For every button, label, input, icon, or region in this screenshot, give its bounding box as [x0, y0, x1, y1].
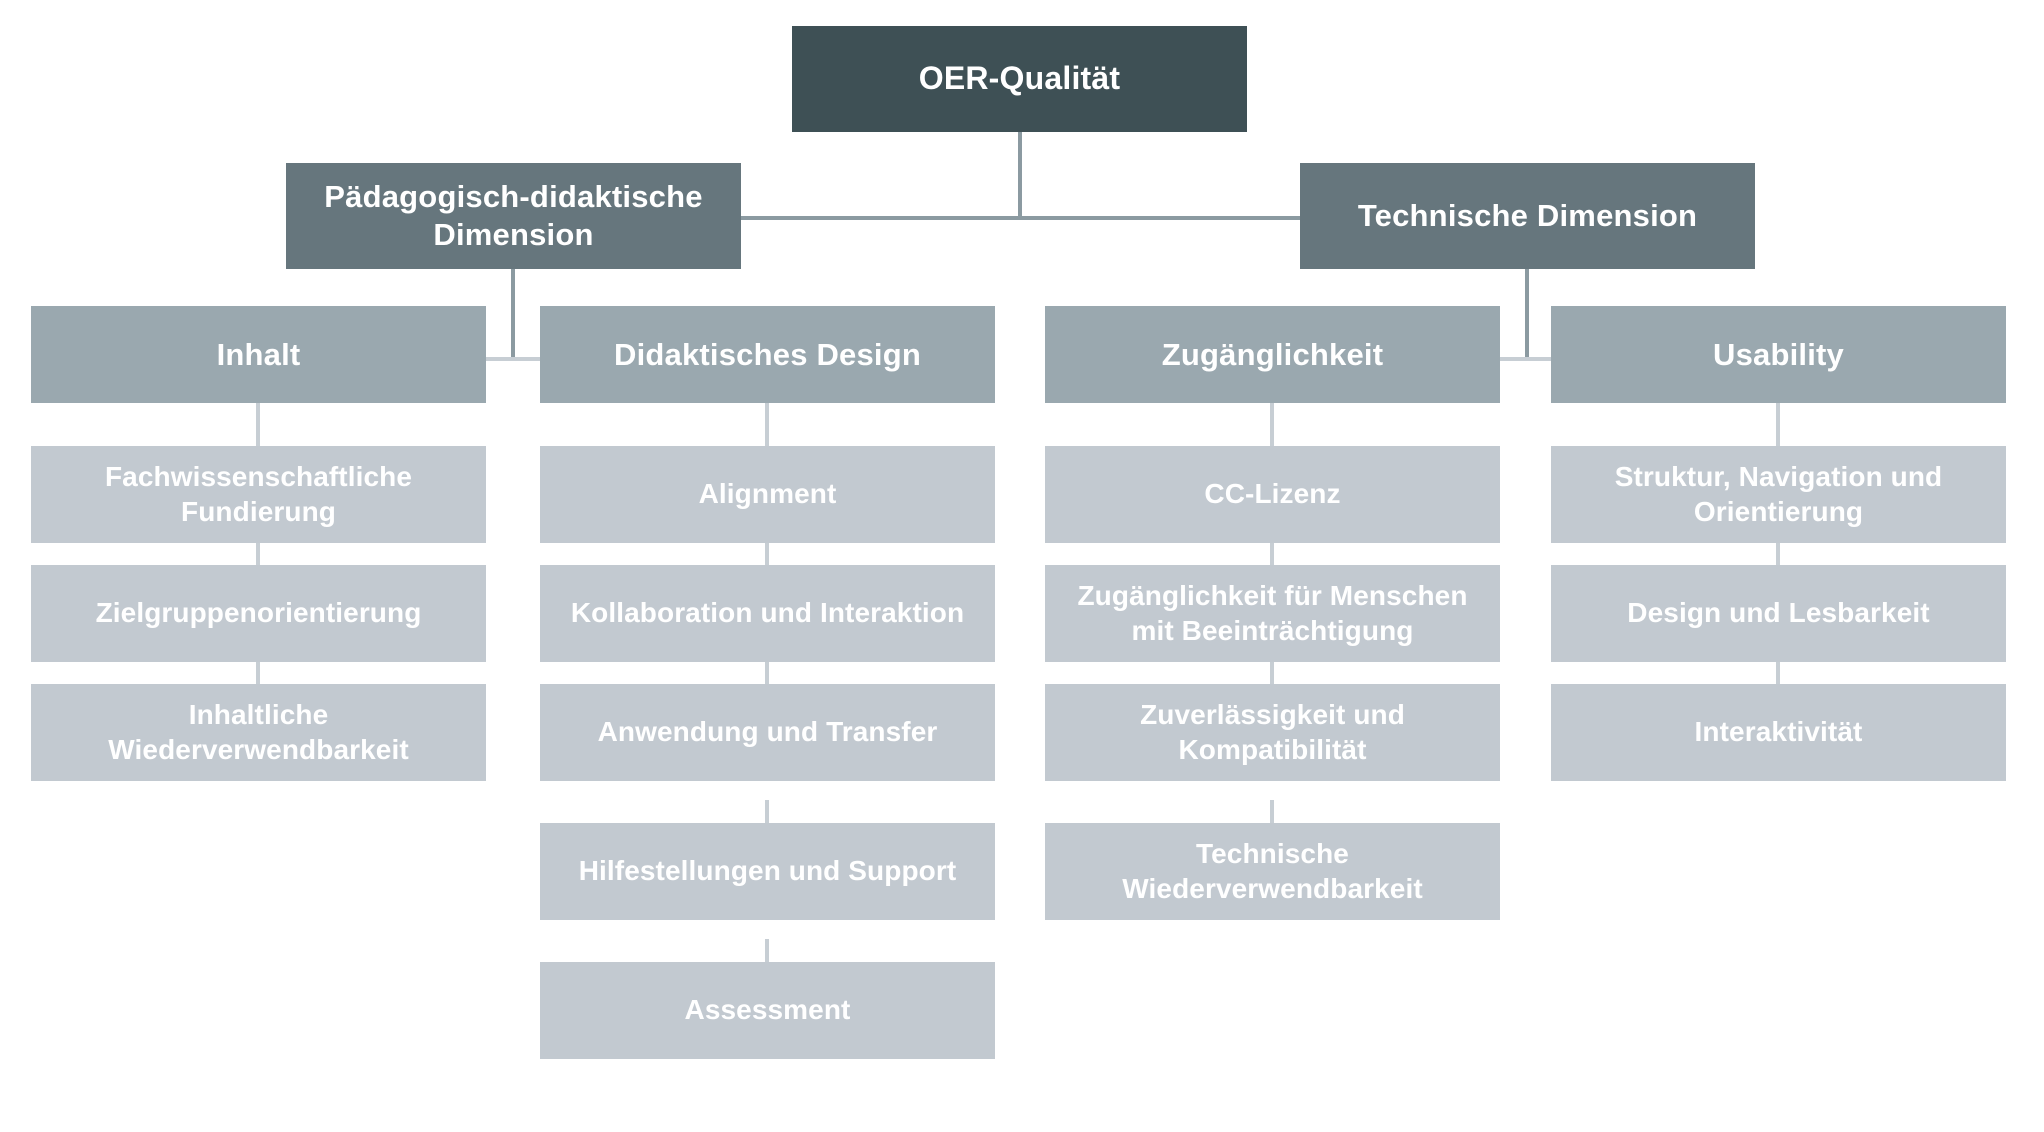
node-kollaboration-und-interaktion[interactable]: Kollaboration und Interaktion: [540, 565, 995, 662]
node-label: Alignment: [698, 478, 837, 510]
node-zielgruppenorientierung[interactable]: Zielgruppenorientierung: [31, 565, 486, 662]
node-assessment[interactable]: Assessment: [540, 962, 995, 1059]
connector-cat-spine-left: [486, 357, 540, 361]
connector-inhalt-3: [256, 661, 260, 685]
node-anwendung-und-transfer[interactable]: Anwendung und Transfer: [540, 684, 995, 781]
node-zugaenglichkeit[interactable]: Zugänglichkeit: [1045, 306, 1500, 403]
node-technische-dimension[interactable]: Technische Dimension: [1300, 163, 1755, 269]
node-label: Inhalt: [216, 336, 301, 372]
node-design-und-lesbarkeit[interactable]: Design und Lesbarkeit: [1551, 565, 2006, 662]
node-cc-lizenz[interactable]: CC-Lizenz: [1045, 446, 1500, 543]
node-label: Inhaltliche Wiederverwendbarkeit: [108, 699, 409, 765]
node-label: Pädagogisch-didaktische Dimension: [324, 179, 703, 252]
node-label: Zuverlässigkeit und Kompatibilität: [1140, 699, 1405, 765]
connector-dim-left-down: [511, 269, 515, 361]
connector-dim-right-down: [1525, 269, 1529, 361]
connector-inhalt-1: [256, 403, 260, 447]
connector-root-down: [1018, 132, 1022, 220]
node-label: Zugänglichkeit für Menschen mit Beeinträ…: [1077, 580, 1468, 646]
node-label: Usability: [1712, 336, 1844, 372]
node-zugaenglichkeit-fuer-menschen-mit-beeintraechtigung[interactable]: Zugänglichkeit für Menschen mit Beeinträ…: [1045, 565, 1500, 662]
connector-didaktisches-design-5: [765, 939, 769, 963]
node-interaktivitaet[interactable]: Interaktivität: [1551, 684, 2006, 781]
connector-usability-1: [1776, 403, 1780, 447]
node-struktur-navigation-und-orientierung[interactable]: Struktur, Navigation und Orientierung: [1551, 446, 2006, 543]
connector-didaktisches-design-3: [765, 661, 769, 685]
node-label: Interaktivität: [1694, 716, 1863, 748]
connector-inhalt-2: [256, 542, 260, 566]
node-label: Kollaboration und Interaktion: [570, 597, 965, 629]
node-inhalt[interactable]: Inhalt: [31, 306, 486, 403]
node-label: Design und Lesbarkeit: [1627, 597, 1930, 629]
node-label: Fachwissenschaftliche Fundierung: [104, 461, 413, 527]
node-paedagogisch-didaktische-dimension[interactable]: Pädagogisch-didaktische Dimension: [286, 163, 741, 269]
node-label: CC-Lizenz: [1204, 478, 1341, 510]
node-label: OER-Qualität: [918, 60, 1121, 97]
connector-usability-2: [1776, 542, 1780, 566]
connector-dimension-spine: [741, 216, 1300, 220]
node-hilfestellungen-und-support[interactable]: Hilfestellungen und Support: [540, 823, 995, 920]
connector-didaktisches-design-1: [765, 403, 769, 447]
connector-zugaenglichkeit-4: [1270, 800, 1274, 824]
connector-zugaenglichkeit-1: [1270, 403, 1274, 447]
node-label: Zugänglichkeit: [1161, 336, 1384, 372]
connector-cat-spine-right: [1500, 357, 1554, 361]
node-label: Assessment: [684, 994, 851, 1026]
node-label: Hilfestellungen und Support: [578, 855, 957, 887]
connector-didaktisches-design-4: [765, 800, 769, 824]
node-zuverlaessigkeit-und-kompatibilitaet[interactable]: Zuverlässigkeit und Kompatibilität: [1045, 684, 1500, 781]
node-inhaltliche-wiederverwendbarkeit[interactable]: Inhaltliche Wiederverwendbarkeit: [31, 684, 486, 781]
node-label: Anwendung und Transfer: [597, 716, 938, 748]
connector-didaktisches-design-2: [765, 542, 769, 566]
connector-zugaenglichkeit-2: [1270, 542, 1274, 566]
connector-zugaenglichkeit-3: [1270, 661, 1274, 685]
node-didaktisches-design[interactable]: Didaktisches Design: [540, 306, 995, 403]
node-label: Technische Wiederverwendbarkeit: [1122, 838, 1423, 904]
node-oer-qualitaet[interactable]: OER-Qualität: [792, 26, 1247, 132]
node-alignment[interactable]: Alignment: [540, 446, 995, 543]
node-usability[interactable]: Usability: [1551, 306, 2006, 403]
node-label: Zielgruppenorientierung: [95, 597, 422, 629]
connector-usability-3: [1776, 661, 1780, 685]
node-technische-wiederverwendbarkeit[interactable]: Technische Wiederverwendbarkeit: [1045, 823, 1500, 920]
node-label: Technische Dimension: [1357, 198, 1698, 234]
node-fachwissenschaftliche-fundierung[interactable]: Fachwissenschaftliche Fundierung: [31, 446, 486, 543]
node-label: Didaktisches Design: [613, 336, 922, 372]
node-label: Struktur, Navigation und Orientierung: [1614, 461, 1943, 527]
